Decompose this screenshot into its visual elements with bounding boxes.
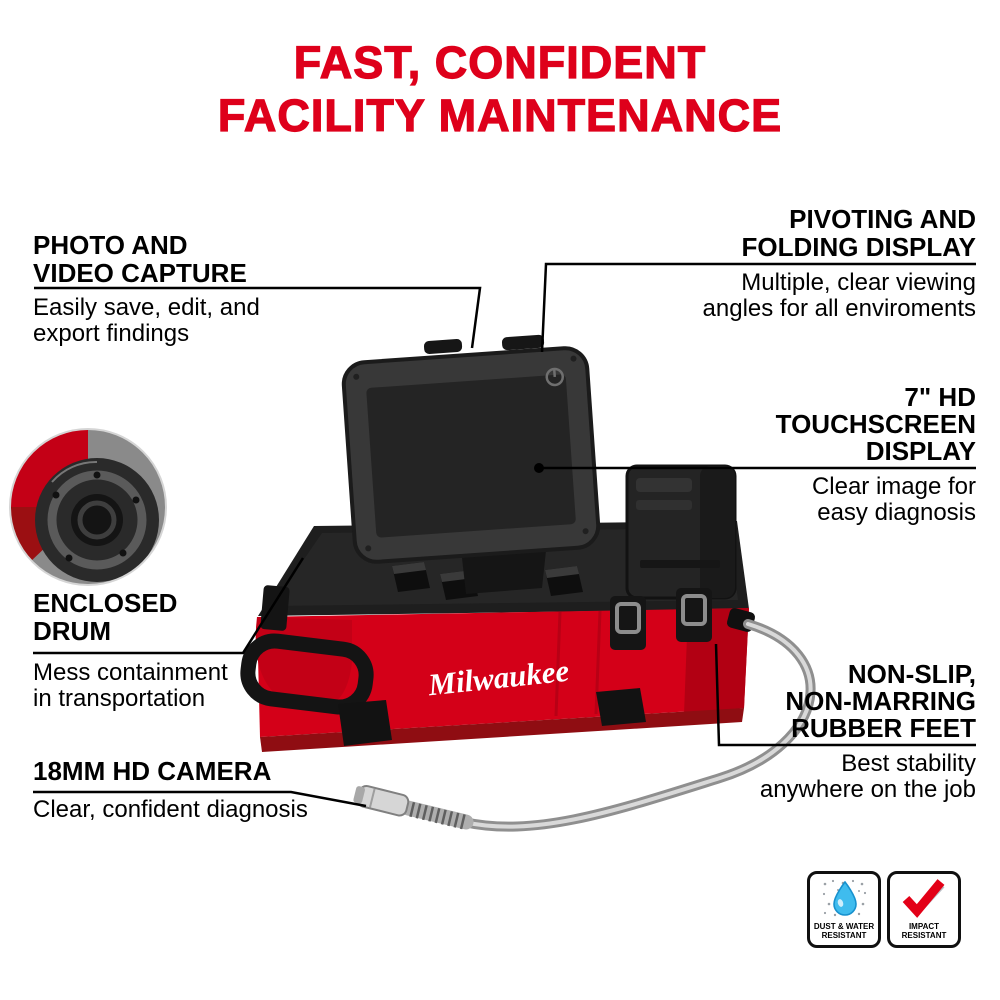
callout-pivoting-display-body: Multiple, clear viewing angles for all e… [703, 270, 976, 322]
power-icon [545, 367, 565, 387]
leader-lines [33, 262, 976, 808]
body-line: anywhere on the job [759, 776, 976, 803]
callout-rubber-feet-heading: NON-SLIP, NON-MARRING RUBBER FEET [785, 661, 976, 742]
leader-photo-video [34, 286, 482, 349]
heading-line: DISPLAY [865, 436, 976, 466]
heading-line: NON-SLIP, [847, 659, 976, 689]
callout-photo-video-heading: PHOTO AND VIDEO CAPTURE [33, 231, 247, 287]
battery-pack [625, 464, 737, 600]
body-line: export findings [33, 320, 190, 347]
badge-label-line: DUST & WATER [813, 922, 875, 931]
heading-line: DRUM [33, 616, 111, 646]
body-line: in transportation [33, 685, 206, 712]
heading-line: FOLDING DISPLAY [741, 232, 976, 262]
drum-detail-inset [9, 428, 167, 586]
callout-enclosed-drum-heading: ENCLOSED DRUM [33, 589, 177, 645]
water-drop-icon [822, 879, 867, 917]
badge-label-line: RESISTANT [901, 931, 947, 940]
heading-line: PHOTO AND [33, 230, 188, 260]
callout-photo-video-body: Easily save, edit, and export findings [33, 295, 260, 347]
page-title-line1: FAST, CONFIDENT [293, 36, 707, 88]
callout-touchscreen-heading: 7" HD TOUCHSCREEN DISPLAY [776, 384, 976, 465]
heading-line: 7" HD [904, 382, 976, 412]
body-line: Easily save, edit, and [33, 294, 260, 321]
body-line: Best stability [841, 750, 976, 777]
heading-line: ENCLOSED [33, 588, 178, 618]
callout-enclosed-drum-body: Mess containment in transportation [33, 660, 228, 712]
camera-cable [353, 608, 816, 832]
callout-camera-heading: 18MM HD CAMERA [33, 757, 271, 785]
heading-line: PIVOTING AND [789, 204, 976, 234]
menu-button [501, 334, 545, 351]
heading-line: 18MM HD CAMERA [33, 756, 272, 786]
rubber-foot-right [596, 688, 646, 726]
callout-camera-body: Clear, confident diagnosis [33, 797, 308, 823]
spring-strain-relief [400, 800, 474, 830]
heading-line: RUBBER FEET [791, 713, 976, 743]
heading-line: VIDEO CAPTURE [33, 258, 247, 288]
checkmark-icon [902, 879, 945, 918]
capture-button [423, 339, 463, 354]
certification-badges: DUST & WATER RESISTANT IMPACT RESISTANT [807, 871, 961, 948]
badge-label: DUST & WATER RESISTANT [814, 922, 874, 940]
leader-rubber-feet [714, 643, 976, 747]
callout-rubber-feet-body: Best stability anywhere on the job [760, 751, 976, 803]
rubber-foot-left [338, 700, 392, 746]
body-line: Clear image for [811, 473, 976, 500]
leader-pivoting-display [540, 262, 976, 353]
callout-touchscreen-body: Clear image for easy diagnosis [812, 474, 976, 526]
display-screen [341, 346, 601, 564]
page-title-line2: FACILITY MAINTENANCE [217, 89, 783, 141]
leader-enclosed-drum [33, 557, 305, 655]
heading-line: TOUCHSCREEN [775, 409, 976, 439]
badge-label-line: IMPACT [908, 922, 940, 931]
carry-handle [240, 633, 374, 715]
body-line: angles for all enviroments [702, 295, 976, 322]
badge-label: IMPACT RESISTANT [902, 922, 947, 940]
latch-right [676, 588, 712, 642]
badge-label-line: RESISTANT [821, 931, 867, 940]
page-title: FAST, CONFIDENT FACILITY MAINTENANCE [0, 36, 1000, 142]
leader-camera [33, 790, 367, 808]
impact-resistant-badge: IMPACT RESISTANT [887, 871, 961, 948]
latch-left [610, 596, 646, 650]
body-line: easy diagnosis [817, 499, 976, 526]
dust-water-resistant-badge: DUST & WATER RESISTANT [807, 871, 881, 948]
body-line: Clear, confident diagnosis [33, 796, 308, 823]
leader-touchscreen-dot [534, 463, 544, 473]
camera-head [353, 785, 410, 817]
heading-line: NON-MARRING [785, 686, 976, 716]
body-line: Mess containment [33, 659, 228, 686]
callout-pivoting-display-heading: PIVOTING AND FOLDING DISPLAY [741, 205, 976, 261]
body-line: Multiple, clear viewing [741, 269, 976, 296]
